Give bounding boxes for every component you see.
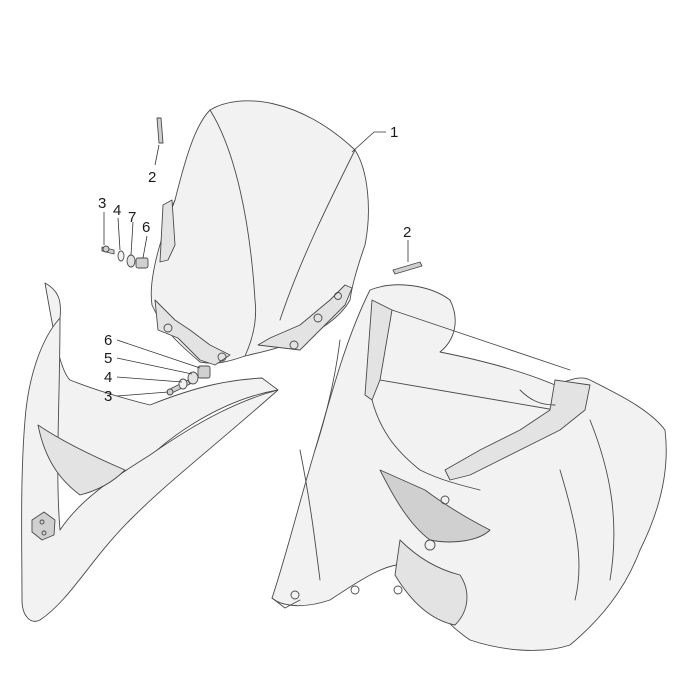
- callout-lower-nut: 6: [104, 332, 112, 349]
- pin-right: [392, 261, 423, 275]
- callout-pin-left: 2: [148, 169, 156, 186]
- front-shield-panel: [21, 282, 279, 622]
- lower-fastener-stack: [166, 365, 211, 396]
- front-frame-cover: [271, 284, 667, 651]
- callout-upper-screw: 3: [98, 195, 106, 212]
- pin-left: [156, 117, 164, 144]
- callout-upper-spacer: 7: [128, 209, 136, 226]
- callout-upper-washer: 4: [113, 202, 121, 219]
- callout-upper-nut: 6: [142, 219, 150, 236]
- callout-windshield: 1: [390, 124, 398, 141]
- callout-lower-washer: 4: [104, 369, 112, 386]
- leader-lines: [103, 131, 409, 397]
- windshield: [150, 100, 369, 366]
- callout-lower-screw: 3: [104, 388, 112, 405]
- upper-fastener-stack: [101, 245, 149, 269]
- callout-lower-spacer: 5: [104, 350, 112, 367]
- callout-pin-right: 2: [403, 224, 411, 241]
- callouts: 1 2 2 3 4 7 6 6 5 4 3: [98, 124, 411, 405]
